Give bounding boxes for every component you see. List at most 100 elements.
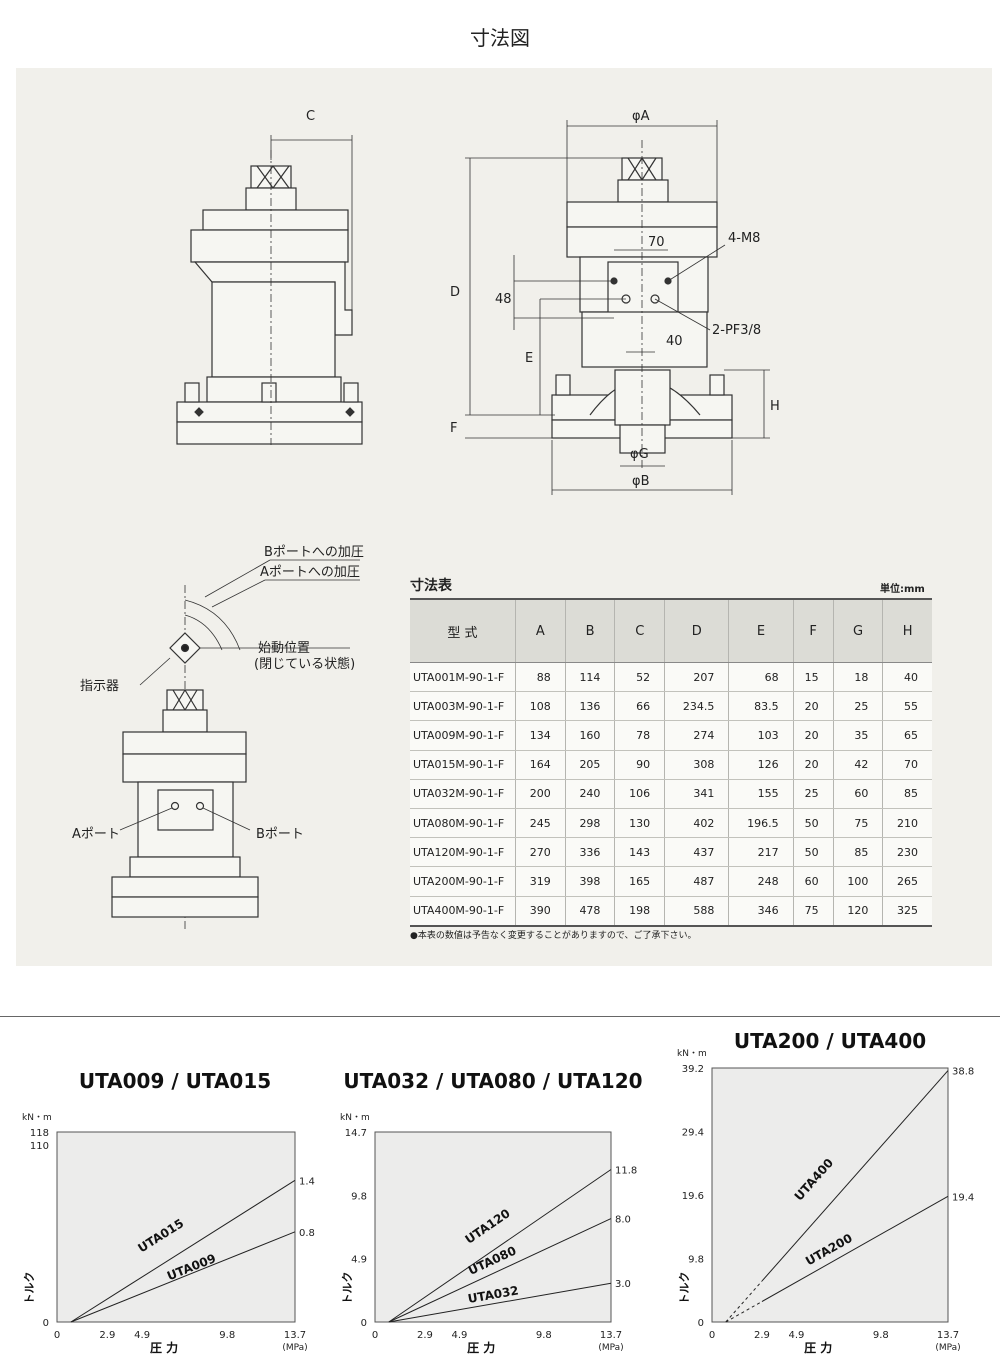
label-closed-state: (閉じている状態) bbox=[254, 656, 355, 672]
value-cell: 70 bbox=[882, 750, 932, 780]
series-end-label: 0.8 bbox=[299, 1228, 315, 1239]
value-cell: 20 bbox=[792, 691, 834, 722]
table-header-cell: G bbox=[832, 598, 883, 663]
x-tick-label: 13.7 bbox=[284, 1330, 306, 1341]
label-a-port: Aポート bbox=[72, 827, 120, 842]
chart-title: UTA009 / UTA015 bbox=[79, 1069, 271, 1093]
value-cell: 60 bbox=[832, 779, 883, 809]
x-tick-label: 0 bbox=[54, 1330, 60, 1341]
value-cell: 106 bbox=[614, 779, 665, 809]
value-cell: 20 bbox=[792, 750, 834, 780]
value-cell: 164 bbox=[515, 750, 566, 780]
value-cell: 198 bbox=[614, 896, 665, 927]
value-cell: 103 bbox=[728, 720, 794, 751]
value-cell: 270 bbox=[515, 837, 566, 868]
table-header-cell: 型 式 bbox=[410, 598, 516, 663]
series-line bbox=[388, 1218, 612, 1323]
value-cell: 134 bbox=[515, 720, 566, 751]
value-cell: 402 bbox=[664, 808, 729, 839]
x-axis-label: 圧 力 bbox=[150, 1340, 178, 1355]
value-cell: 25 bbox=[792, 779, 834, 809]
value-cell: 50 bbox=[792, 808, 834, 839]
model-cell: UTA003M-90-1-F bbox=[410, 691, 516, 722]
y-tick-label: 19.6 bbox=[682, 1191, 704, 1202]
label-a-port-pressure: Aポートへの加圧 bbox=[260, 565, 360, 580]
value-cell: 143 bbox=[614, 837, 665, 868]
table-header-cell: A bbox=[515, 598, 566, 663]
page-title: 寸法図 bbox=[470, 26, 530, 50]
value-cell: 245 bbox=[515, 808, 566, 839]
label-c: C bbox=[306, 109, 315, 124]
plot-area bbox=[56, 1131, 296, 1323]
series-line bbox=[70, 1179, 296, 1323]
label-phi-a: φA bbox=[632, 109, 650, 124]
model-cell: UTA015M-90-1-F bbox=[410, 750, 516, 780]
plot-area bbox=[711, 1067, 949, 1323]
value-cell: 207 bbox=[664, 662, 729, 693]
value-cell: 52 bbox=[614, 662, 665, 693]
label-40: 40 bbox=[666, 334, 683, 349]
value-cell: 35 bbox=[832, 720, 883, 751]
value-cell: 90 bbox=[614, 750, 665, 780]
x-unit-label: (MPa) bbox=[935, 1343, 960, 1353]
x-tick-label: 9.8 bbox=[536, 1330, 552, 1341]
value-cell: 274 bbox=[664, 720, 729, 751]
value-cell: 230 bbox=[882, 837, 932, 868]
value-cell: 55 bbox=[882, 691, 932, 722]
y-tick-label: 0 bbox=[43, 1318, 49, 1329]
value-cell: 120 bbox=[832, 896, 883, 927]
value-cell: 114 bbox=[564, 662, 615, 693]
value-cell: 390 bbox=[515, 896, 566, 927]
value-cell: 66 bbox=[614, 691, 665, 722]
value-cell: 40 bbox=[882, 662, 932, 693]
table-header-cell: C bbox=[614, 598, 665, 663]
chart-title: UTA200 / UTA400 bbox=[734, 1029, 926, 1053]
value-cell: 15 bbox=[792, 662, 834, 693]
model-cell: UTA009M-90-1-F bbox=[410, 720, 516, 751]
chart-unit-label: kN・m bbox=[22, 1113, 52, 1123]
chart-unit-label: kN・m bbox=[340, 1113, 370, 1123]
y-tick-label: 118 bbox=[30, 1128, 49, 1139]
value-cell: 346 bbox=[728, 896, 794, 927]
value-cell: 25 bbox=[832, 691, 883, 722]
table-header-cell: F bbox=[792, 598, 834, 663]
value-cell: 240 bbox=[564, 779, 615, 809]
label-phi-g: φG bbox=[630, 447, 649, 462]
y-tick-label: 4.9 bbox=[351, 1255, 367, 1266]
value-cell: 588 bbox=[664, 896, 729, 927]
model-cell: UTA080M-90-1-F bbox=[410, 808, 516, 839]
x-tick-label: 4.9 bbox=[788, 1330, 804, 1341]
series-line bbox=[388, 1282, 612, 1323]
value-cell: 478 bbox=[564, 896, 615, 927]
section-divider bbox=[0, 1016, 1000, 1017]
value-cell: 20 bbox=[792, 720, 834, 751]
y-tick-label: 39.2 bbox=[682, 1064, 704, 1075]
series-end-label: 8.0 bbox=[615, 1215, 631, 1226]
value-cell: 85 bbox=[882, 779, 932, 809]
front-view-drawing bbox=[465, 120, 770, 495]
y-axis-label: トルク bbox=[678, 1272, 691, 1305]
x-axis-label: 圧 力 bbox=[467, 1340, 495, 1355]
label-d: D bbox=[450, 285, 460, 300]
label-70: 70 bbox=[648, 235, 665, 250]
chart-unit-label: kN・m bbox=[677, 1049, 707, 1059]
value-cell: 50 bbox=[792, 837, 834, 868]
table-header-cell: D bbox=[664, 598, 729, 663]
value-cell: 18 bbox=[832, 662, 883, 693]
value-cell: 200 bbox=[515, 779, 566, 809]
x-tick-label: 2.9 bbox=[99, 1330, 115, 1341]
series-end-label: 1.4 bbox=[299, 1176, 315, 1187]
label-h: H bbox=[770, 399, 780, 414]
value-cell: 217 bbox=[728, 837, 794, 868]
x-tick-label: 9.8 bbox=[873, 1330, 889, 1341]
value-cell: 248 bbox=[728, 866, 794, 897]
value-cell: 196.5 bbox=[728, 808, 794, 839]
